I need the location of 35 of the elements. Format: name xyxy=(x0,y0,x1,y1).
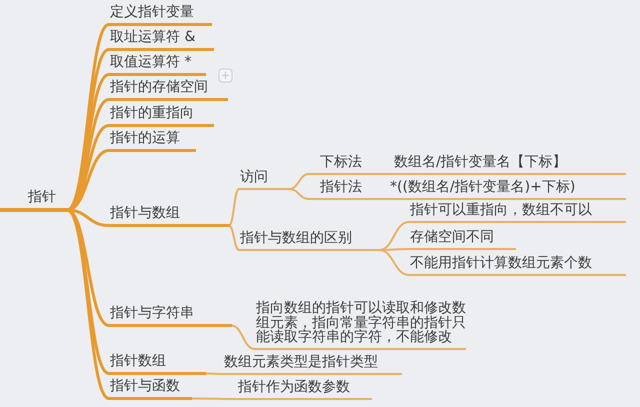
branch-topic: 指针法 xyxy=(308,178,382,200)
branch-line xyxy=(230,324,256,350)
branch-line xyxy=(378,221,410,251)
branch-topic: 指针与函数 xyxy=(108,378,192,400)
branch-topic: 指针作为函数参数 xyxy=(236,378,372,400)
branch-line xyxy=(228,188,240,226)
branch-line xyxy=(288,188,310,200)
branch-line xyxy=(378,249,410,276)
branch-topic: 指针数组 xyxy=(108,353,206,375)
branch-topic: 指针的存储空间 xyxy=(108,79,228,101)
branch-topic: 取值运算符 * xyxy=(108,54,206,76)
branch-line xyxy=(228,224,240,251)
branch-topic: 数组元素类型是指针类型 xyxy=(222,353,402,375)
branch-topic: 指针与数组的区别 xyxy=(238,229,380,251)
branch-topic: 指针可以重指向，数组不可以 xyxy=(408,201,626,223)
branch-topic: 不能用指针计算数组元素个数 xyxy=(408,254,626,276)
branch-topic: 指针的重指向 xyxy=(108,105,214,127)
branch-topic: 下标法 xyxy=(308,153,382,175)
branch-line xyxy=(288,173,310,190)
branch-line xyxy=(379,248,409,251)
branch-line xyxy=(191,398,237,400)
branch-topic: 指针的运算 xyxy=(108,130,196,152)
branch-topic: 指针与字符串 xyxy=(108,305,232,327)
branch-line xyxy=(381,173,387,175)
branch-topic: 定义指针变量 xyxy=(108,4,212,26)
branch-topic: 指针与数组 xyxy=(108,205,230,227)
branch-line xyxy=(381,198,387,200)
branch-topic: 取址运算符 & xyxy=(108,29,214,51)
branch-line xyxy=(205,372,223,375)
branch-topic: *((数组名/指针变量名)+下标) xyxy=(386,178,626,200)
branch-topic: 数组名/指针变量名【下标】 xyxy=(386,153,626,175)
branch-topic: 访问 xyxy=(238,168,290,190)
branch-topic: 存储空间不同 xyxy=(408,228,516,250)
branch-topic: 指向数组的指针可以读取和修改数组元素，指向常量字符串的指针只能读取字符串的字符，不能修改 xyxy=(254,282,466,350)
branch-topic: 指针 xyxy=(0,188,68,212)
